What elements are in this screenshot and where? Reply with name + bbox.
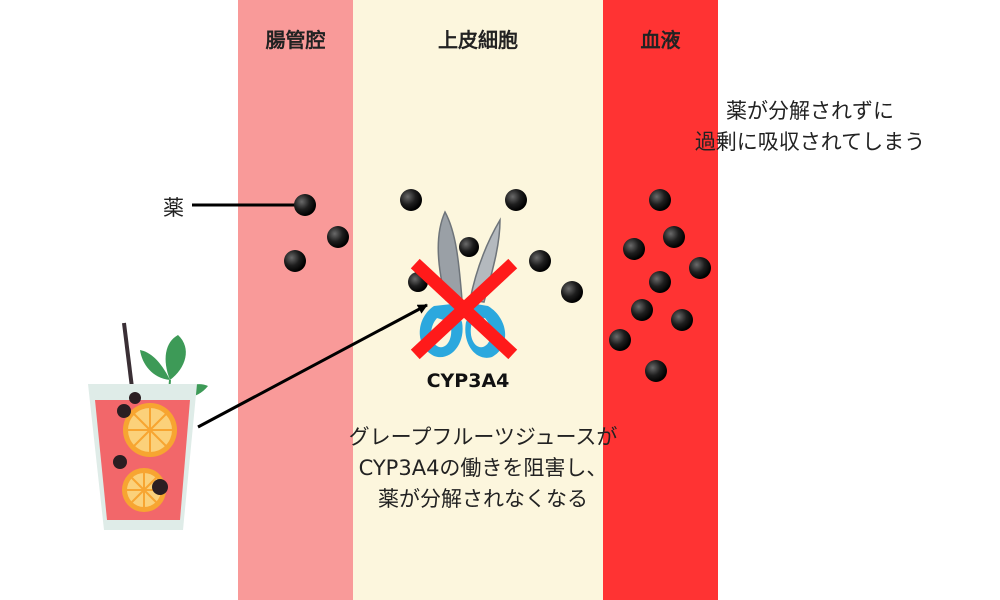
drug-particle xyxy=(294,194,316,216)
grapefruit-juice-glass-icon xyxy=(88,322,208,530)
result-note-line: 薬が分解されずに xyxy=(726,99,894,123)
blood-title: 血液 xyxy=(640,28,681,52)
blocked-cross-icon xyxy=(410,258,518,360)
cause-note-line: 薬が分解されなくなる xyxy=(378,487,588,511)
drug-particle xyxy=(529,250,551,272)
cause-note-line: CYP3A4の働きを阻害し、 xyxy=(358,456,608,480)
drug-particle xyxy=(689,257,711,279)
intestinal-lumen-band xyxy=(238,0,353,600)
drug-particle xyxy=(459,237,479,257)
result-note-line: 過剰に吸収されてしまう xyxy=(694,130,926,154)
drug-particle xyxy=(400,189,422,211)
drug-particle xyxy=(623,238,645,260)
cause-note: グレープフルーツジュースが CYP3A4の働きを阻害し、 薬が分解されなくなる xyxy=(308,422,658,515)
result-note: 薬が分解されずに 過剰に吸収されてしまう xyxy=(660,96,960,158)
drug-particle xyxy=(649,189,671,211)
epithelium-title: 上皮細胞 xyxy=(438,28,518,52)
drug-particle xyxy=(327,226,349,248)
drug-particle xyxy=(645,360,667,382)
drug-particle xyxy=(671,309,693,331)
drug-particle xyxy=(284,250,306,272)
blood-band xyxy=(603,0,718,600)
enzyme-label: CYP3A4 xyxy=(426,370,510,392)
drug-particle xyxy=(663,226,685,248)
drug-particle xyxy=(631,299,653,321)
lumen-title: 腸管腔 xyxy=(265,28,326,52)
drug-particle xyxy=(505,189,527,211)
drug-label: 薬 xyxy=(163,196,184,220)
drug-particle xyxy=(609,329,631,351)
drug-particle xyxy=(561,281,583,303)
drug-particle xyxy=(649,271,671,293)
inhibition-arrow xyxy=(197,303,428,429)
cause-note-line: グレープフルーツジュースが xyxy=(348,425,618,449)
